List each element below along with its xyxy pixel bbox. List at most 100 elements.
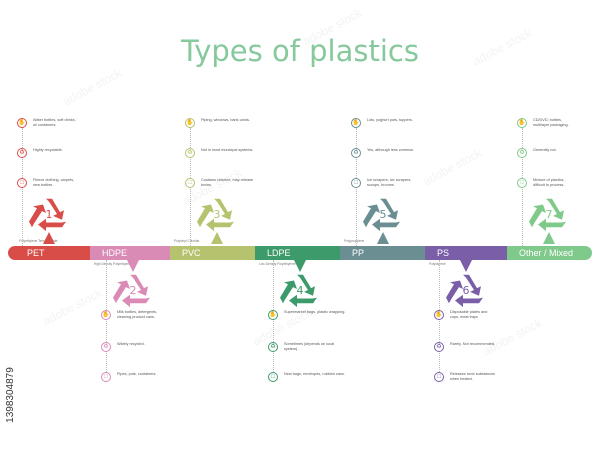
segment-subtitle: Polyvinyl Chloride: [174, 239, 200, 243]
recycle-icon: ♻: [185, 148, 195, 158]
recycle-symbol-icon: [29, 198, 66, 232]
segment-label: LDPE: [267, 248, 291, 258]
segment-pvc: PVC: [170, 246, 255, 260]
segment-ps: PS: [425, 246, 507, 260]
connector-line: [106, 260, 107, 382]
recycle-icon: ♻: [101, 342, 111, 352]
watermark: adobe stock: [60, 65, 125, 109]
marker-ps: 6: [443, 260, 489, 310]
marker-pp: 5: [360, 196, 406, 246]
product-icon: □: [517, 178, 527, 188]
recycle-symbol-icon: [113, 274, 150, 308]
hand-icon: ✋: [351, 118, 361, 128]
marker-pointer: [377, 232, 389, 244]
info-text: Water bottles, soft drinks, oil containe…: [33, 118, 76, 127]
recycle-symbol-icon: [280, 274, 317, 308]
hand-icon: ✋: [17, 118, 27, 128]
info-text: Sometimes (depends on local system).: [284, 342, 335, 351]
hand-icon: ✋: [434, 310, 444, 320]
stock-id-strip: 1398304879: [0, 0, 20, 450]
recycle-icon: ♻: [268, 342, 278, 352]
info-text: Widely recycled.: [117, 342, 145, 346]
hand-icon: ✋: [517, 118, 527, 128]
segment-label: PET: [27, 248, 45, 258]
segment-subtitle: Polystyrene: [429, 262, 446, 266]
marker-pointer: [294, 260, 306, 272]
timeline-left-cap: [8, 246, 18, 260]
connector-line: [439, 260, 440, 382]
marker-hdpe: 2: [110, 260, 156, 310]
watermark: adobe stock: [420, 145, 485, 189]
marker-ldpe: 4: [277, 260, 323, 310]
marker-pvc: 3: [194, 196, 240, 246]
page-title: Types of plastics: [181, 34, 419, 68]
resin-number: 7: [545, 208, 553, 221]
marker-pointer: [43, 232, 55, 244]
segment-label: PP: [352, 248, 365, 258]
segment-other: Other / Mixed: [507, 246, 585, 260]
resin-number: 3: [213, 208, 221, 221]
recycle-icon: ♻: [351, 148, 361, 158]
info-text: Lids, yoghurt pots, tuppers.: [367, 118, 413, 122]
resin-number: 6: [462, 284, 470, 297]
watermark: adobe stock: [40, 285, 105, 329]
info-text: Rarely. Not recommended.: [450, 342, 496, 346]
product-icon: □: [434, 372, 444, 382]
marker-other: 7: [526, 196, 572, 246]
info-text: Mixture of plastics, difficult to proces…: [533, 178, 565, 187]
recycle-symbol-icon: [446, 274, 483, 308]
recycle-symbol-icon: [529, 198, 566, 232]
hand-icon: ✋: [268, 310, 278, 320]
marker-pet: 1: [26, 196, 72, 246]
info-text: Milk bottles, detergents, cleaning produ…: [117, 310, 158, 319]
watermark: adobe stock: [480, 315, 545, 359]
resin-number: 4: [296, 284, 304, 297]
segment-pet: PET: [15, 246, 90, 260]
segment-subtitle: Polypropylene: [344, 239, 365, 243]
segment-hdpe: HDPE: [90, 246, 170, 260]
info-text: Generally not.: [533, 148, 557, 152]
stock-id: 1398304879: [5, 367, 16, 423]
segment-ldpe: LDPE: [255, 246, 340, 260]
segment-label: Other / Mixed: [519, 248, 574, 258]
resin-number: 5: [379, 208, 387, 221]
connector-line: [273, 260, 274, 382]
hand-icon: ✋: [185, 118, 195, 128]
segment-subtitle: Polyethylene Terephthalate: [19, 239, 58, 243]
product-icon: □: [351, 178, 361, 188]
product-icon: □: [268, 372, 278, 382]
hand-icon: ✋: [101, 310, 111, 320]
info-text: Yes, although less common.: [367, 148, 415, 152]
segment-subtitle: High Density Polyethylene: [94, 262, 132, 266]
info-text: Piping, windows, bank cards.: [201, 118, 250, 122]
info-text: Contains chlorine, may release toxins.: [201, 178, 254, 187]
info-text: Highly recyclable.: [33, 148, 63, 152]
resin-number: 1: [45, 208, 53, 221]
timeline-right-cap: [582, 246, 592, 260]
product-icon: □: [101, 372, 111, 382]
info-text: Supermarket bags, plastic wrapping.: [284, 310, 346, 314]
info-text: CD/DVD, bottles, multilayer packaging.: [533, 118, 569, 127]
resin-number: 2: [129, 284, 137, 297]
recycle-icon: ♻: [517, 148, 527, 158]
segment-label: PS: [437, 248, 450, 258]
segment-label: HDPE: [102, 248, 128, 258]
segment-label: PVC: [182, 248, 201, 258]
marker-pointer: [211, 232, 223, 244]
segment-pp: PP: [340, 246, 425, 260]
product-icon: □: [17, 178, 27, 188]
recycle-icon: ♻: [434, 342, 444, 352]
segment-subtitle: Low Density Polyethylene: [259, 262, 296, 266]
info-text: Pipes, pots, containers.: [117, 372, 157, 376]
marker-pointer: [460, 260, 472, 272]
info-text: Fleece clothing, carpets, new bottles.: [33, 178, 75, 187]
marker-pointer: [127, 260, 139, 272]
recycle-icon: ♻: [17, 148, 27, 158]
recycle-symbol-icon: [363, 198, 400, 232]
info-text: New bags, envelopes, rubbish cans.: [284, 372, 345, 376]
info-text: Disposable plates and cups, meat trays: [450, 310, 488, 319]
info-text: Not in most municipal systems.: [201, 148, 254, 152]
recycle-symbol-icon: [197, 198, 234, 232]
info-text: Releases toxic substances when heated.: [450, 372, 495, 381]
